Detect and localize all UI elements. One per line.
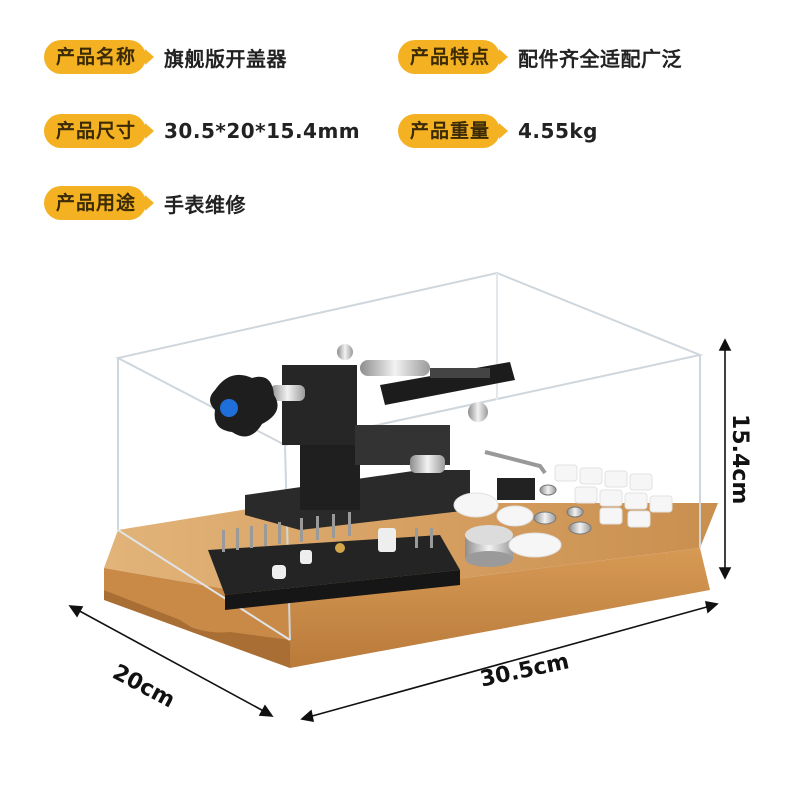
spec-value-use: 手表维修: [164, 192, 247, 217]
tray-brass-bit: [335, 543, 345, 553]
spec-label-pill: 产品重量: [398, 114, 509, 148]
cover-edge: [117, 529, 291, 641]
tool-rod: [360, 360, 430, 376]
spec-value-feature: 配件齐全适配广泛: [518, 46, 683, 71]
bit-tray: [208, 512, 460, 610]
width-arrow: [304, 604, 715, 719]
spec-row-use: 产品用途 手表维修: [44, 186, 246, 220]
tray-pins: [222, 512, 433, 552]
arrow-head: [258, 704, 274, 717]
depth-arrow: [73, 607, 270, 715]
spec-label-use: 产品用途: [44, 186, 147, 220]
base-notch: [104, 590, 290, 668]
case-opener-tool: [245, 344, 515, 530]
dimension-lines: [68, 338, 732, 722]
tool-column: [300, 440, 360, 510]
spec-label-feature: 产品特点: [398, 40, 501, 74]
knob-accent: [220, 399, 238, 417]
spec-value-size: 30.5*20*15.4mm: [164, 119, 361, 143]
arrow-head: [718, 338, 732, 351]
die-top: [465, 525, 513, 545]
spec-label-pill: 产品名称: [44, 40, 155, 74]
spec-label-pill: 产品用途: [44, 186, 155, 220]
tool-screw: [270, 385, 305, 401]
cover-edge: [284, 444, 291, 641]
spec-row-weight: 产品重量 4.55kg: [398, 114, 598, 148]
tray-inserts: [272, 528, 396, 579]
hex-wrench-icon: [484, 450, 547, 475]
spec-label-weight: 产品重量: [398, 114, 501, 148]
spec-row-name: 产品名称 旗舰版开盖器: [44, 40, 287, 74]
dark-holder: [497, 478, 535, 500]
tool-wheel: [410, 455, 445, 473]
spec-label-pill: 产品特点: [398, 40, 509, 74]
spec-label-size: 产品尺寸: [44, 114, 147, 148]
white-dies: [453, 464, 673, 558]
spec-row-feature: 产品特点 配件齐全适配广泛: [398, 40, 682, 74]
arrow-head: [718, 567, 732, 580]
spec-label-name: 产品名称: [44, 40, 147, 74]
tool-pin: [468, 402, 488, 422]
spec-row-size: 产品尺寸 30.5*20*15.4mm: [44, 114, 360, 148]
die-bottom: [465, 551, 513, 567]
tool-bar-holes: [430, 368, 490, 378]
arrow-head: [300, 709, 315, 722]
steel-die: [465, 525, 513, 567]
knob-icon: [210, 374, 278, 437]
arrow-head: [68, 605, 84, 618]
spec-label-pill: 产品尺寸: [44, 114, 155, 148]
tool-head: [282, 365, 357, 445]
base-front: [290, 548, 710, 668]
tray-front: [225, 570, 460, 610]
tool-pin: [337, 344, 353, 360]
spec-value-weight: 4.55kg: [518, 119, 598, 143]
spec-value-name: 旗舰版开盖器: [164, 46, 288, 71]
steel-rings: [533, 484, 592, 535]
cover-top-edge: [115, 271, 704, 447]
tray-top: [208, 535, 460, 595]
arrow-head: [704, 601, 719, 614]
dimension-height-label: 15.4cm: [727, 414, 752, 505]
